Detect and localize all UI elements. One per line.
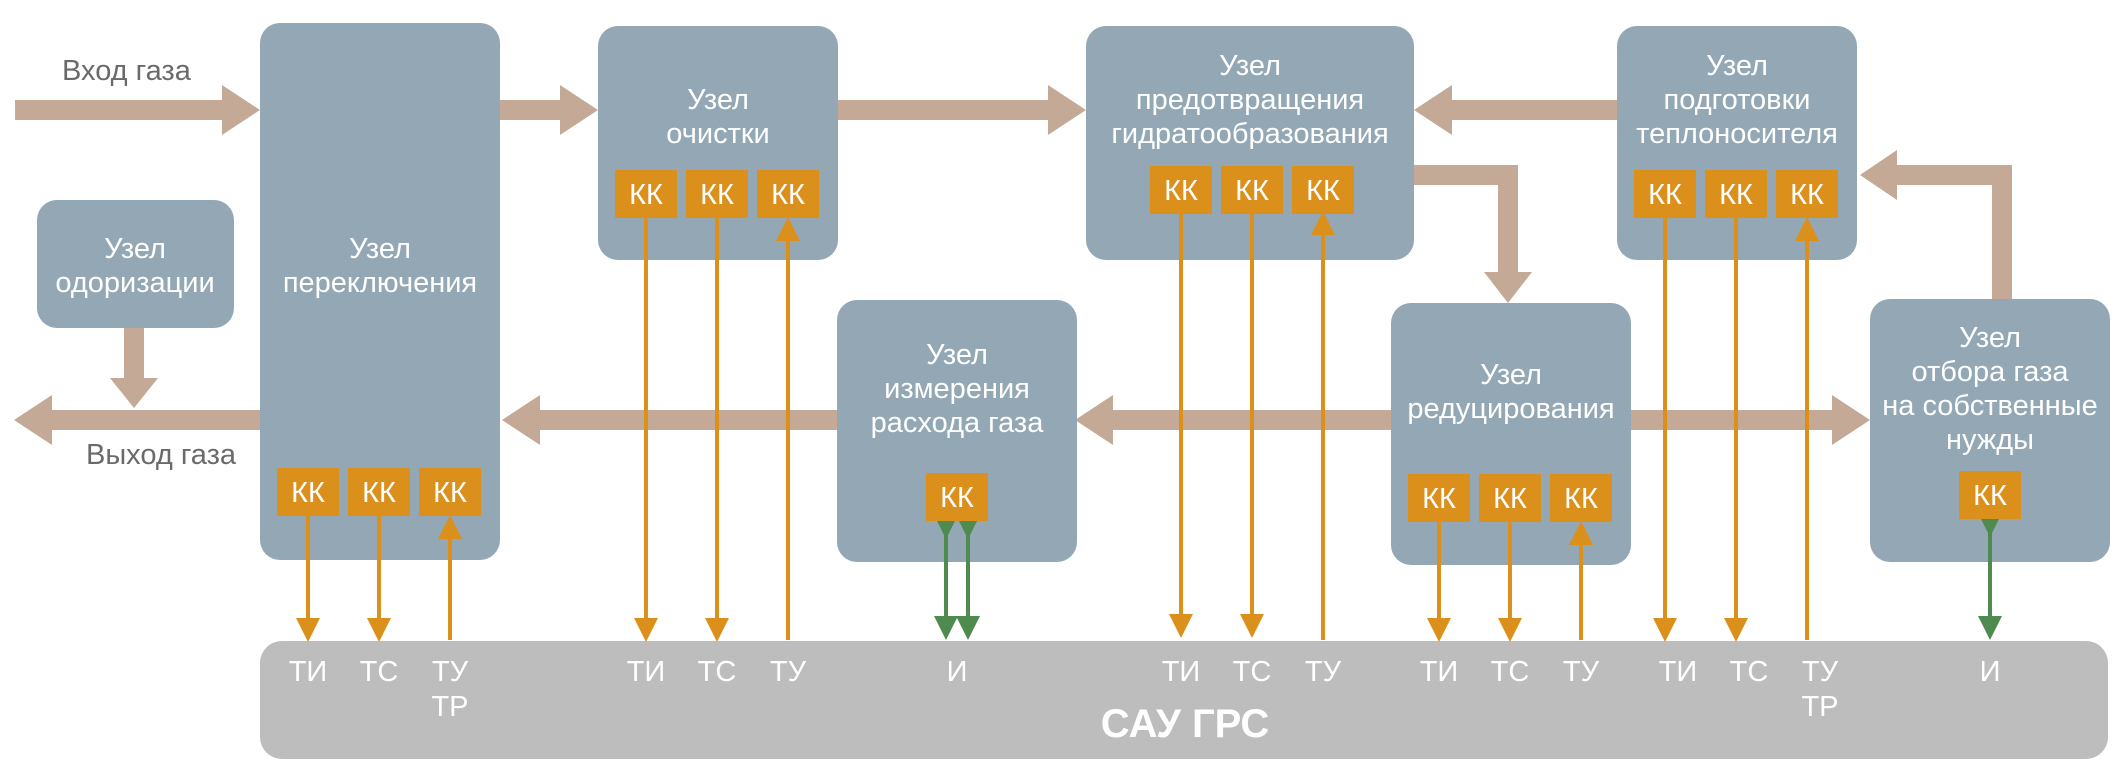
block-switching — [260, 23, 500, 560]
block-reduction-title-1: Узел — [1480, 359, 1542, 391]
kk-box: КК — [1150, 166, 1212, 214]
block-heating-title-2: подготовки — [1664, 84, 1811, 116]
signal-label: И — [947, 656, 968, 688]
block-metering-title-1: Узел — [926, 339, 988, 371]
svg-text:КК: КК — [1790, 179, 1824, 211]
svg-text:КК: КК — [1648, 179, 1682, 211]
svg-text:КК: КК — [1719, 179, 1753, 211]
signal-label: ТС — [698, 656, 737, 688]
block-metering — [837, 300, 1077, 562]
block-odorization — [37, 200, 234, 328]
kk-box: КК — [1221, 166, 1283, 214]
signal-label: ТС — [1730, 656, 1769, 688]
kk-box: КК — [348, 468, 410, 516]
svg-text:КК: КК — [1306, 175, 1340, 207]
kk-box: КК — [1634, 170, 1696, 218]
kk-box: КК — [1959, 471, 2021, 519]
block-metering-title-2: измерения — [884, 373, 1030, 405]
signal-label: ТУ — [1305, 656, 1342, 688]
signal-label: ТУ — [1563, 656, 1600, 688]
kk-box: КК — [1479, 474, 1541, 522]
kk-box: КК — [1550, 474, 1612, 522]
kk-box: КК — [1776, 170, 1838, 218]
block-own-needs-title-3: на собственные — [1882, 390, 2097, 422]
svg-text:КК: КК — [1973, 480, 2007, 512]
signal-label: ТИ — [1420, 656, 1459, 688]
block-odorization-title-2: одоризации — [55, 267, 214, 299]
signal-label: ТИ — [289, 656, 328, 688]
gas-in-label: Вход газа — [62, 55, 192, 87]
signal-lines — [296, 211, 1819, 642]
svg-text:КК: КК — [1493, 483, 1527, 515]
kk-box: КК — [419, 468, 481, 516]
svg-text:КК: КК — [1235, 175, 1269, 207]
block-switching-title-1: Узел — [349, 233, 411, 265]
kk-box: КК — [1705, 170, 1767, 218]
block-cleaning-title-1: Узел — [687, 84, 749, 116]
svg-text:КК: КК — [1564, 483, 1598, 515]
svg-text:КК: КК — [940, 482, 974, 514]
gas-out-label: Выход газа — [86, 439, 237, 471]
kk-box: КК — [1292, 166, 1354, 214]
signal-label: И — [1980, 656, 2001, 688]
svg-text:КК: КК — [771, 179, 805, 211]
block-own-needs-title-4: нужды — [1946, 424, 2034, 456]
block-odorization-title-1: Узел — [104, 233, 166, 265]
bidirectional-signal-lines — [934, 513, 2002, 640]
signal-label: ТС — [360, 656, 399, 688]
block-reduction-title-2: редуцирования — [1407, 393, 1614, 425]
svg-text:КК: КК — [433, 477, 467, 509]
gas-flow-arrows — [14, 85, 2012, 445]
kk-box: КК — [686, 170, 748, 218]
kk-box: КК — [615, 170, 677, 218]
block-hydrate-title-1: Узел — [1219, 50, 1281, 82]
kk-box: КК — [1408, 474, 1470, 522]
block-heating-title-1: Узел — [1706, 50, 1768, 82]
block-metering-title-3: расхода газа — [871, 407, 1045, 439]
svg-text:КК: КК — [1422, 483, 1456, 515]
block-switching-title-2: переключения — [283, 267, 477, 299]
control-system-bus — [260, 641, 2108, 759]
kk-box: КК — [277, 468, 339, 516]
svg-text:КК: КК — [1164, 175, 1198, 207]
signal-label: ТИ — [627, 656, 666, 688]
svg-text:КК: КК — [291, 477, 325, 509]
signal-label: ТУ — [770, 656, 807, 688]
svg-text:КК: КК — [700, 179, 734, 211]
block-own-needs-title-2: отбора газа — [1912, 356, 2070, 388]
kk-box: КК — [757, 170, 819, 218]
signal-label: ТР — [431, 691, 468, 723]
signal-label: ТИ — [1659, 656, 1698, 688]
block-own-needs-title-1: Узел — [1959, 322, 2021, 354]
control-system-title: САУ ГРС — [1101, 702, 1270, 746]
signal-label: ТУ — [432, 656, 469, 688]
svg-text:КК: КК — [629, 179, 663, 211]
signal-label: ТС — [1233, 656, 1272, 688]
signal-label: ТИ — [1162, 656, 1201, 688]
block-hydrate-title-3: гидратообразования — [1111, 118, 1388, 150]
kk-box: КК — [926, 473, 988, 521]
block-cleaning-title-2: очистки — [666, 118, 769, 150]
block-hydrate-title-2: предотвращения — [1136, 84, 1364, 116]
svg-text:КК: КК — [362, 477, 396, 509]
block-heating-title-3: теплоносителя — [1636, 118, 1838, 150]
signal-label: ТУ — [1802, 656, 1839, 688]
signal-label: ТР — [1801, 691, 1838, 723]
block-own-needs — [1870, 299, 2110, 562]
signal-label: ТС — [1491, 656, 1530, 688]
